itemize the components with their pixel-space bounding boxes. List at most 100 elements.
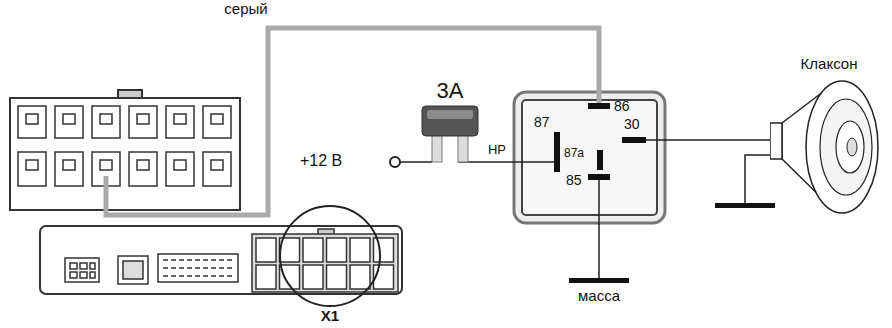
pin	[327, 238, 347, 262]
plug-latch	[118, 90, 142, 98]
pin-hole	[63, 114, 75, 124]
relay-pin	[588, 103, 610, 109]
ground-label: масса	[578, 288, 620, 305]
ground-symbol	[569, 278, 629, 283]
pin-hole	[70, 263, 77, 269]
ground-wire	[745, 155, 778, 205]
pin-hole	[211, 160, 223, 170]
control-unit	[40, 206, 402, 306]
pin-hole	[100, 160, 112, 170]
pin	[129, 152, 157, 186]
horn-box: Клаксон	[770, 55, 888, 245]
wire-color: серый	[224, 1, 267, 18]
pin-hole	[70, 272, 77, 278]
pin-hole	[63, 160, 75, 170]
pin	[350, 238, 370, 262]
pin-hole	[80, 263, 87, 269]
pin	[18, 106, 46, 138]
pin	[129, 106, 157, 138]
relay-pin	[597, 150, 603, 170]
relay-pin	[554, 132, 560, 172]
pin	[303, 265, 323, 289]
pin-hole	[137, 114, 149, 124]
horn-symbol	[770, 55, 888, 245]
horn-rim	[806, 81, 878, 213]
horn-center	[847, 138, 857, 156]
fuse-body	[422, 106, 478, 136]
relay-box: 868787a3085	[512, 90, 667, 225]
pin	[350, 265, 370, 289]
ground-wire	[598, 224, 600, 280]
grey-wire	[597, 90, 602, 104]
fuse-leg	[432, 134, 442, 162]
socket-pins	[163, 260, 233, 276]
unit-socket-inner	[123, 261, 143, 279]
relay-case	[514, 92, 665, 223]
plug-body	[10, 98, 240, 210]
pin	[166, 152, 194, 186]
horn-wire	[646, 139, 667, 141]
pin-hole	[26, 160, 38, 170]
unit-body	[40, 226, 402, 294]
node-text: 87	[534, 114, 550, 130]
node-text: 86	[614, 98, 630, 114]
connector-plug	[10, 90, 240, 210]
supply-voltage: +12 В	[300, 152, 342, 170]
pin-hole	[211, 114, 223, 124]
pin-hole	[174, 114, 186, 124]
pin	[374, 265, 394, 289]
node-text: 87a	[564, 147, 584, 161]
pin-hole	[137, 160, 149, 170]
pin	[303, 238, 323, 262]
pin-hole	[90, 263, 95, 269]
pin-hole	[80, 272, 87, 278]
pin	[55, 106, 83, 138]
horn-back	[770, 123, 782, 159]
fuse-leg	[458, 134, 468, 162]
horn-ring	[836, 121, 864, 173]
pin	[327, 265, 347, 289]
relay-pin	[588, 174, 610, 180]
fuse-box: 3A	[418, 78, 482, 170]
node-text: 3A	[437, 78, 464, 103]
ground-symbol	[715, 203, 775, 208]
connector-name: X1	[321, 308, 339, 325]
pin-hole	[174, 160, 186, 170]
pin	[55, 152, 83, 186]
pin	[203, 106, 231, 138]
fuse-window	[427, 110, 473, 119]
relay-symbol	[512, 90, 667, 225]
node-text: 30	[624, 116, 640, 132]
horn-ring	[820, 99, 872, 195]
pin-hole	[26, 114, 38, 124]
wire-connector	[482, 161, 512, 163]
unit-socket	[158, 254, 238, 282]
plug-pins	[18, 106, 231, 186]
pin	[18, 152, 46, 186]
highlight-circle	[280, 206, 380, 306]
relay-face	[522, 100, 657, 215]
x1-socket	[252, 234, 398, 292]
pin	[92, 106, 120, 138]
terminal-dot	[390, 157, 400, 167]
supply-wire	[512, 161, 554, 163]
pin	[166, 106, 194, 138]
node-text: Клаксон	[801, 55, 858, 72]
pin-hole	[90, 272, 95, 278]
pin	[256, 238, 276, 262]
unit-socket	[65, 258, 99, 282]
pin	[256, 265, 276, 289]
wire-label: НР	[486, 143, 508, 157]
pin-hole	[100, 114, 112, 124]
pin	[374, 238, 394, 262]
wire-connector	[667, 139, 770, 141]
pin	[203, 152, 231, 186]
ground-wire	[598, 180, 600, 225]
relay-pin	[622, 137, 646, 143]
unit-socket	[118, 256, 148, 284]
